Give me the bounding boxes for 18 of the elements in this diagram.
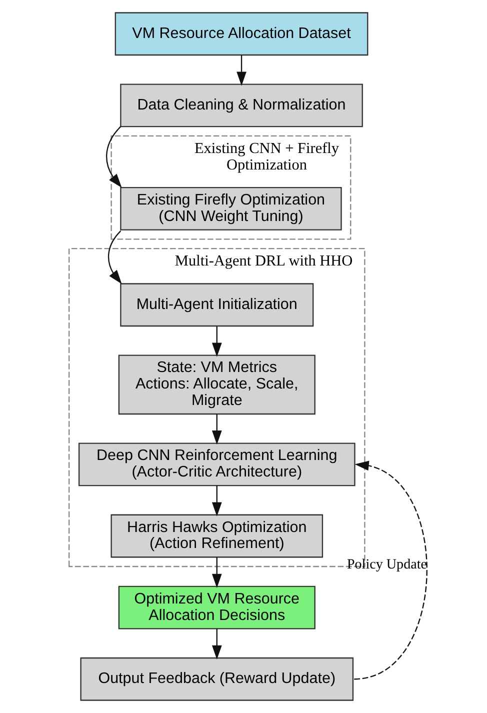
node-box: Multi-Agent Initialization: [120, 283, 314, 327]
arrow: [212, 628, 222, 660]
node-box: Harris Hawks Optimization (Action Refinement): [110, 514, 324, 558]
node-box: Data Cleaning & Normalization: [120, 84, 363, 128]
arrow: [212, 486, 222, 516]
node-box: Deep CNN Reinforcement Learning (Actor-Critic Architecture): [78, 442, 356, 486]
arrow: [108, 230, 122, 284]
node-box: State: VM Metrics Actions: Allocate, Scale, Migrate: [118, 354, 316, 415]
arrow: [354, 460, 428, 680]
node-box: Existing Firefly Optimization (CNN Weight Tuning): [120, 186, 342, 230]
node-box: Optimized VM Resource Allocation Decisions: [118, 586, 316, 630]
arrow: [236, 55, 246, 86]
arrow: [212, 414, 222, 445]
node-box: Output Feedback (Reward Update): [80, 657, 354, 701]
arrow: [212, 326, 222, 357]
arrow: [212, 557, 222, 588]
node-box: VM Resource Allocation Dataset: [114, 12, 368, 56]
arrow: [106, 126, 122, 188]
